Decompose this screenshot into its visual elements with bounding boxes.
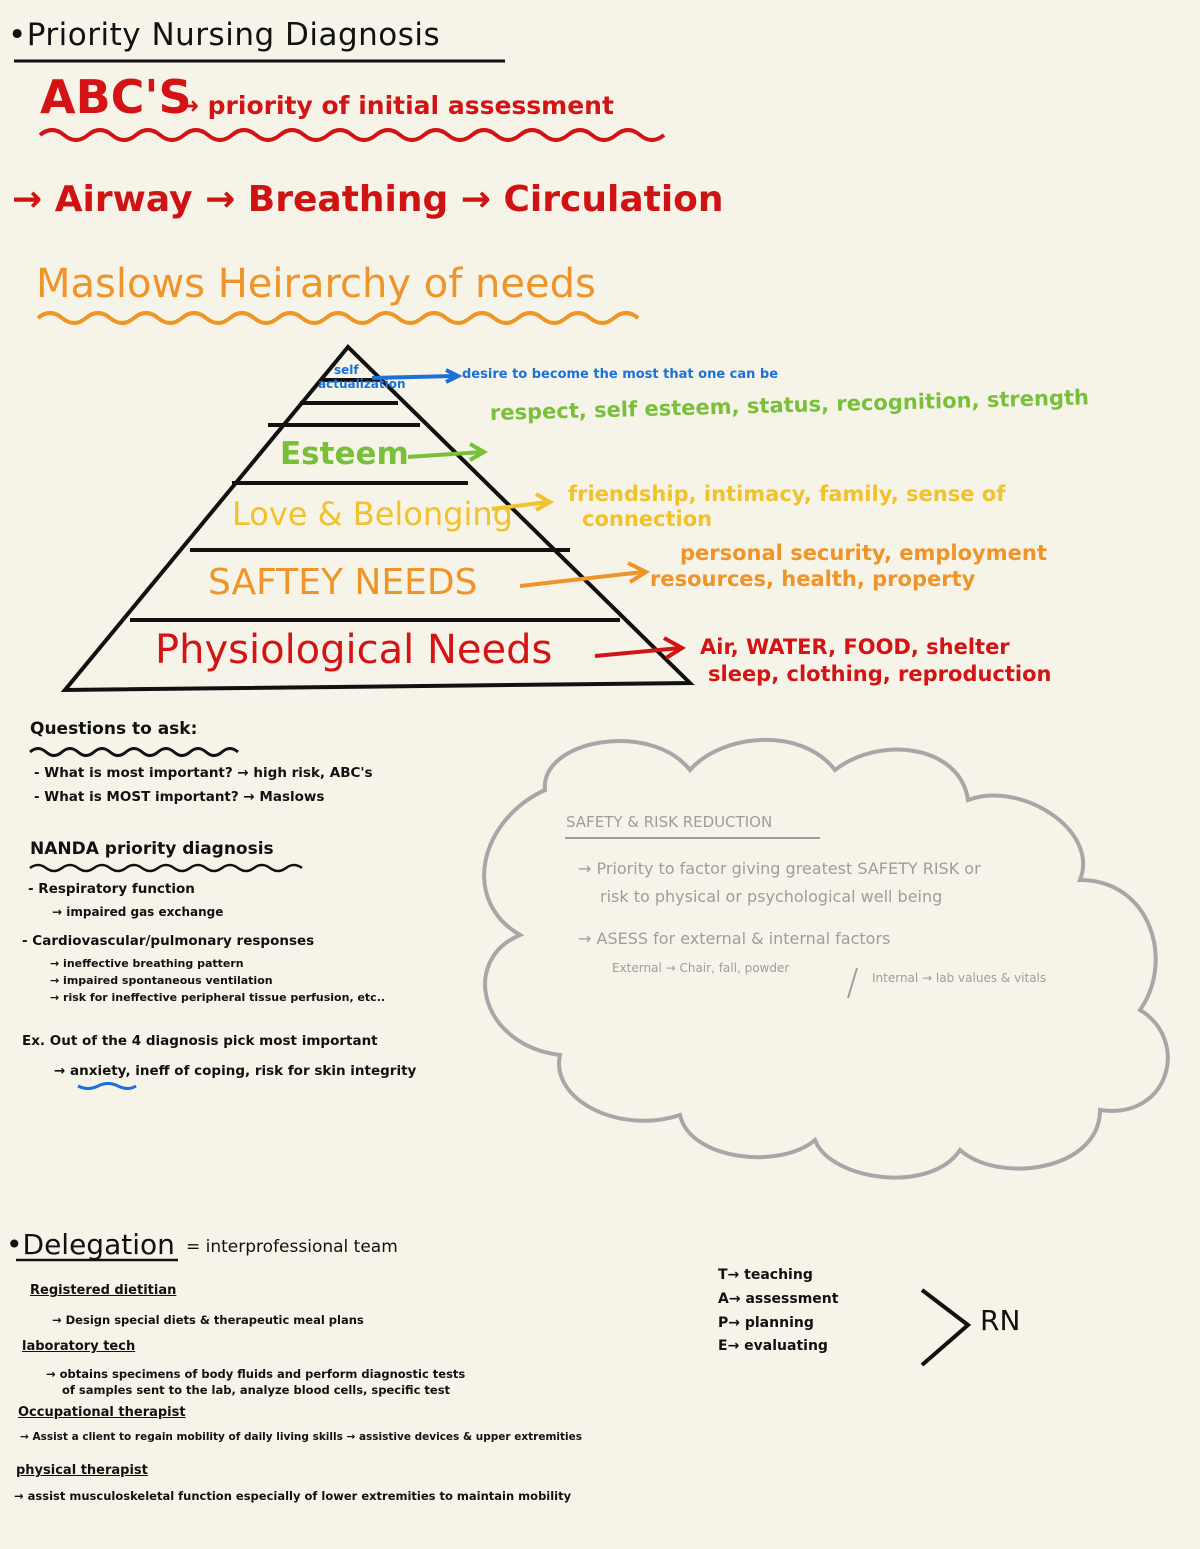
nanda-item-2: → impaired gas exchange [52, 905, 224, 919]
nanda-example-answer: → anxiety, ineff of coping, risk for ski… [54, 1064, 416, 1079]
anxiety-underline [77, 1082, 137, 1090]
desc-phys-line2: sleep, clothing, reproduction [708, 662, 1052, 687]
abc-sequence: → Airway → Breathing → Circulation [12, 179, 724, 220]
questions-squiggle [29, 747, 239, 757]
abc-subtitle: → priority of initial assessment [178, 91, 614, 120]
delegation-subtitle: = interprofessional team [186, 1237, 398, 1257]
desc-love-line2: connection [582, 507, 713, 532]
page-title: •Priority Nursing Diagnosis [8, 17, 441, 53]
cloud-external-factors: External → Chair, fall, powder [612, 961, 790, 975]
level-physiological-needs: Physiological Needs [155, 627, 553, 673]
desc-love-belonging: friendship, intimacy, family, sense of c… [568, 482, 1005, 532]
role-lab-tech: laboratory tech [22, 1339, 136, 1354]
role-physical-therapist: physical therapist [16, 1463, 148, 1478]
tape-item-teaching: T→ teaching [718, 1267, 813, 1283]
tape-item-assessment: A→ assessment [718, 1290, 839, 1307]
nanda-heading: NANDA priority diagnosis [30, 839, 274, 859]
desc-phys-line1: Air, WATER, FOOD, shelter [700, 635, 1010, 659]
maslow-title: Maslows Heirarchy of needs [36, 261, 596, 307]
cloud-outline [482, 738, 1170, 1180]
cloud-separator [847, 967, 858, 999]
nanda-item-3: - Cardiovascular/pulmonary responses [22, 933, 315, 949]
maslow-arrows [371, 368, 686, 660]
level-self-line2: actualization [318, 376, 406, 391]
arrow-icon: → [54, 1063, 71, 1079]
role-dietitian-desc: → Design special diets & therapeutic mea… [52, 1313, 364, 1327]
level-esteem: Esteem [280, 436, 409, 472]
nanda-example-keyword: anxiety [70, 1063, 126, 1079]
tape-item-planning: P→ planning [718, 1314, 814, 1331]
maslow-squiggle [36, 311, 640, 325]
level-safety-needs: SAFTEY NEEDS [208, 562, 478, 603]
tape-result-rn: RN [980, 1304, 1021, 1337]
role-lab-tech-desc-1: → obtains specimens of body fluids and p… [46, 1367, 466, 1381]
role-dietitian: Registered dietitian [30, 1283, 177, 1298]
nanda-item-6: → risk for ineffective peripheral tissue… [50, 991, 386, 1004]
role-physical-therapist-desc: → assist musculoskeletal function especi… [14, 1489, 572, 1503]
cloud-internal-factors: Internal → lab values & vitals [872, 971, 1047, 985]
level-love-belonging: Love & Belonging [232, 495, 513, 533]
nanda-item-5: → impaired spontaneous ventilation [50, 974, 273, 987]
level-self-line1: self [334, 363, 359, 377]
questions-heading: Questions to ask: [30, 719, 198, 739]
maslow-pyramid [60, 344, 695, 693]
cloud-line-3: → ASESS for external & internal factors [578, 929, 891, 948]
nanda-item-1: - Respiratory function [28, 881, 195, 897]
abc-squiggle [38, 128, 666, 142]
question-item-1: - What is most important? → high risk, A… [34, 765, 373, 781]
desc-safety-line1: personal security, employment [680, 541, 1047, 565]
tape-list: T→ teaching A→ assessment P→ planning E→… [718, 1264, 838, 1359]
cloud-heading: SAFETY & RISK REDUCTION [566, 813, 773, 831]
abc-heading: ABC'S [40, 70, 192, 124]
tape-bracket [920, 1288, 972, 1367]
desc-love-line1: friendship, intimacy, family, sense of [568, 482, 1006, 506]
nanda-item-4: → ineffective breathing pattern [50, 957, 244, 970]
cloud-line-2: risk to physical or psychological well b… [600, 887, 943, 906]
question-item-2: - What is MOST important? → Maslows [34, 789, 325, 805]
desc-safety-line2: resources, health, property [650, 567, 976, 592]
nanda-example-rest: , ineff of coping, risk for skin integri… [125, 1063, 417, 1079]
desc-physiological: Air, WATER, FOOD, shelter sleep, clothin… [700, 634, 1052, 689]
desc-self-actualization: desire to become the most that one can b… [462, 367, 779, 382]
tape-item-evaluating: E→ evaluating [718, 1338, 828, 1355]
role-occupational-therapist-desc: → Assist a client to regain mobility of … [20, 1431, 582, 1443]
role-occupational-therapist: Occupational therapist [18, 1405, 186, 1420]
cloud-line-1: → Priority to factor giving greatest SAF… [578, 859, 981, 878]
nanda-example-question: Ex. Out of the 4 diagnosis pick most imp… [22, 1033, 378, 1049]
role-lab-tech-desc-2: of samples sent to the lab, analyze bloo… [62, 1383, 451, 1397]
desc-safety: personal security, employment resources,… [650, 540, 1047, 593]
nanda-squiggle [29, 863, 303, 873]
level-self-actualization: self actualization [318, 363, 406, 392]
delegation-title: •Delegation [6, 1228, 175, 1261]
